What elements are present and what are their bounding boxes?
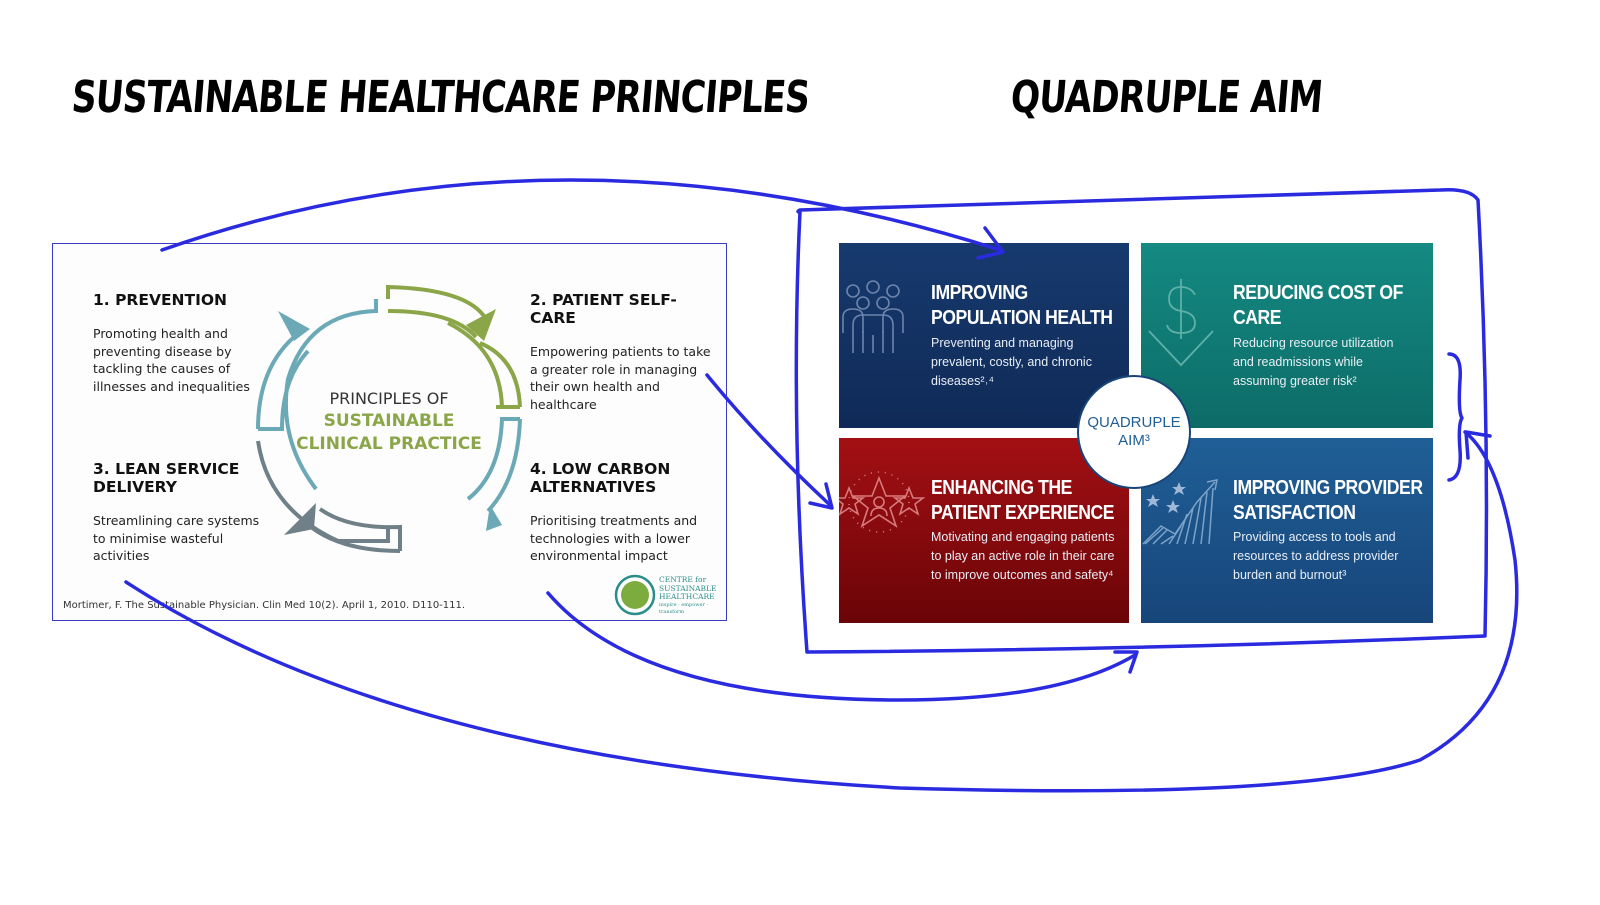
principles-slide: 1. PREVENTION Promoting health and preve… [52,243,727,621]
center-line3: CLINICAL PRACTICE [296,434,482,454]
principle-heading: 3. LEAN SERVICE DELIVERY [93,460,240,496]
title-quadruple-aim: QUADRUPLE AIM [1008,72,1325,123]
principle-body: Empowering patients to take a greater ro… [530,344,711,412]
annotation-arrow-prevention [160,178,1002,252]
principle-heading: 4. LOW CARBON ALTERNATIVES [530,460,671,496]
citation: Mortimer, F. The Sustainable Physician. … [63,600,466,611]
quadrant-title: ENHANCING THE PATIENT EXPERIENCE [931,477,1115,524]
dollar-down-arrow-icon [1148,279,1214,367]
aim-center-line2: AIM³ [1118,432,1150,449]
principle-prevention: 1. PREVENTION Promoting health and preve… [93,291,268,395]
quadrant-title: REDUCING COST OF CARE [1233,282,1403,329]
quadrant-body: Providing access to tools and resources … [1233,530,1399,582]
quadrant-title: IMPROVING PROVIDER SATISFACTION [1233,477,1423,524]
principle-heading: 2. PATIENT SELF-CARE [530,291,677,327]
cycle-arrow-green [386,284,488,321]
title-sustainable-healthcare-principles: SUSTAINABLE HEALTHCARE PRINCIPLES [69,72,812,123]
principle-low-carbon-alternatives: 4. LOW CARBON ALTERNATIVES Prioritising … [530,460,710,565]
star-person-icon [839,471,926,533]
quadrant-reducing-cost: REDUCING COST OF CARE Reducing resource … [1141,243,1433,428]
cycle-center-label: PRINCIPLES OF SUSTAINABLE CLINICAL PRACT… [291,387,487,456]
quadrant-body: Reducing resource utilization and readmi… [1233,336,1394,388]
principle-body: Promoting health and preventing disease … [93,326,250,394]
annotation-brace [1447,352,1464,482]
quadrant-body: Motivating and engaging patients to play… [931,530,1115,582]
center-line1: PRINCIPLES OF [329,389,449,408]
principle-lean-service-delivery: 3. LEAN SERVICE DELIVERY Streamlining ca… [93,460,268,565]
quadrant-patient-experience: ENHANCING THE PATIENT EXPERIENCE Motivat… [839,438,1129,623]
people-group-icon [842,280,904,353]
logo-line3: HEALTHCARE [659,592,715,601]
principle-patient-self-care: 2. PATIENT SELF-CARE Empowering patients… [530,291,715,413]
quadruple-aim-center-circle: QUADRUPLE AIM³ [1077,375,1191,489]
center-line2: SUSTAINABLE [323,411,455,431]
quadrant-title: IMPROVING POPULATION HEALTH [931,282,1113,329]
quadrant-body: Preventing and managing prevalent, costl… [931,336,1092,388]
logo-line4: inspire · empower · transform [659,601,709,615]
aim-center-line1: QUADRUPLE [1087,414,1181,431]
principle-body: Prioritising treatments and technologies… [530,513,698,563]
quadruple-aim-panel: IMPROVING POPULATION HEALTH Preventing a… [839,243,1433,623]
csh-logo-text: CENTRE for SUSTAINABLE HEALTHCARE inspir… [659,575,729,616]
principle-heading: 1. PREVENTION [93,291,227,309]
principle-body: Streamlining care systems to minimise wa… [93,513,260,563]
quadrant-provider-satisfaction: IMPROVING PROVIDER SATISFACTION Providin… [1141,438,1433,623]
cycle-arrow-teal-right [479,341,522,408]
